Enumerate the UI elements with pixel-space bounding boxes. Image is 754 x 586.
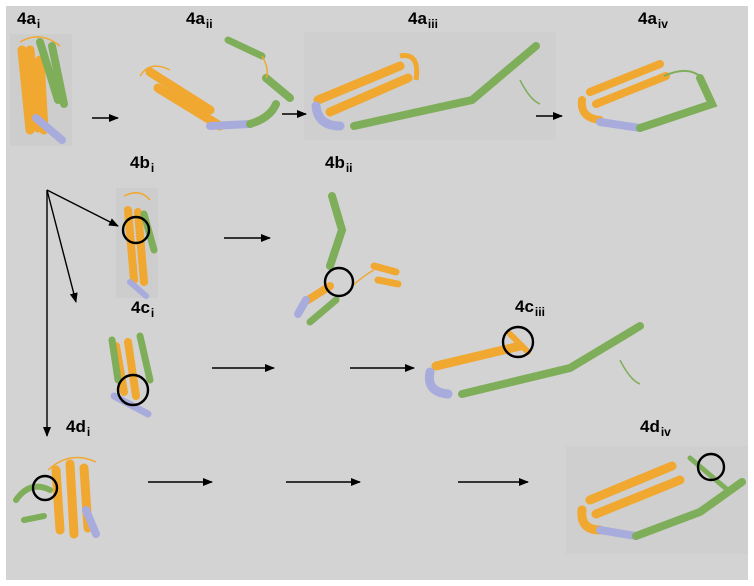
structure-4a-ii (139, 36, 294, 131)
panel-label-4a-iv: 4aiv (638, 9, 668, 31)
structure-4a-iii (304, 32, 556, 140)
highlight-circle-4c-iii (501, 325, 535, 359)
panel-label-4a-i: 4ai (17, 9, 41, 31)
highlight-circle-4b-i (121, 215, 151, 245)
structure-4d-i (13, 456, 100, 539)
highlight-circle-4d-iv (696, 452, 726, 482)
structure-4a-i (10, 34, 72, 146)
arrow-branch-to-4c-i (46, 189, 78, 303)
highlight-circle-4d-i (31, 474, 59, 502)
structure-4b-ii (294, 192, 402, 326)
panel-label-4d-i: 4di (66, 417, 91, 439)
panel-label-4d-iv: 4div (640, 417, 671, 439)
panel-label-4b-ii: 4bii (325, 153, 353, 175)
structure-4c-iii (424, 322, 644, 399)
panel-label-4a-iii: 4aiii (408, 9, 438, 31)
panel-label-4a-ii: 4aii (186, 9, 213, 31)
panel-label-4c-i: 4ci (131, 298, 155, 320)
arrows (43, 110, 563, 486)
panel-label-4c-iii: 4ciii (515, 297, 545, 319)
panel-label-4b-i: 4bi (130, 153, 155, 175)
highlight-circle-4c-i (116, 373, 150, 407)
structure-4a-iv (577, 60, 718, 132)
arrow-branch-to-4b-i (46, 189, 119, 227)
highlight-circle-4b-ii (323, 266, 355, 298)
highlight-circles (31, 215, 726, 502)
structure-4d-iv (566, 446, 748, 554)
